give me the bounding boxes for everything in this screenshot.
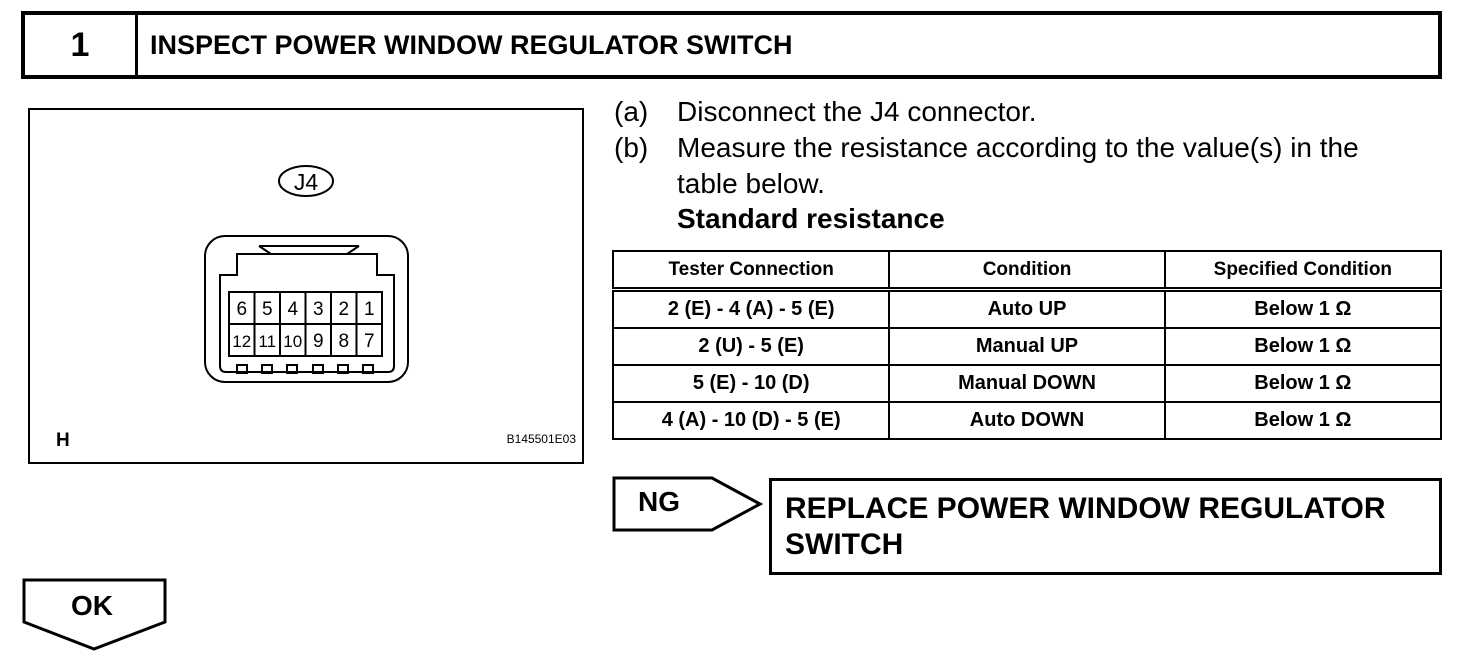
connector-outer — [204, 235, 409, 383]
instruction-b-line-1: Measure the resistance according to the … — [677, 132, 1359, 163]
instruction-b-line-2: table below. — [677, 168, 825, 199]
illustration-code: B145501E03 — [506, 432, 576, 446]
connector-pin-label: 9 — [313, 331, 324, 352]
table-cell: 2 (E) - 4 (A) - 5 (E) — [611, 288, 891, 329]
table-row: 2 (U) - 5 (E) Manual UP Below 1 Ω — [611, 327, 1443, 366]
connector-pin-label: 12 — [232, 332, 251, 351]
table-cell: Manual UP — [888, 327, 1166, 366]
ng-action-line-1: REPLACE POWER WINDOW REGULATOR — [785, 492, 1386, 525]
table-header-row: Tester Connection Condition Specified Co… — [611, 250, 1443, 292]
table-cell: Auto UP — [888, 288, 1166, 329]
ng-action-line-2: SWITCH — [785, 528, 904, 561]
connector-pin-label: 7 — [364, 331, 375, 352]
illustration-side-label: H — [56, 430, 70, 451]
ok-arrow-shape — [22, 578, 167, 651]
table-cell: 2 (U) - 5 (E) — [611, 327, 891, 366]
table-row: 4 (A) - 10 (D) - 5 (E) Auto DOWN Below 1… — [611, 401, 1443, 440]
connector-pin-label: 5 — [262, 299, 273, 320]
connector-pin-label: 8 — [338, 331, 349, 352]
table-row: 5 (E) - 10 (D) Manual DOWN Below 1 Ω — [611, 364, 1443, 403]
instruction-a-label: (a) — [614, 96, 649, 127]
step-title: INSPECT POWER WINDOW REGULATOR SWITCH — [150, 29, 793, 60]
standard-resistance-label: Standard resistance — [677, 203, 945, 234]
resistance-table: Tester Connection Condition Specified Co… — [611, 250, 1443, 440]
ok-label: OK — [71, 590, 113, 621]
connector-label: J4 — [294, 169, 319, 195]
connector-bottom-tabs — [236, 364, 374, 374]
table-cell: Manual DOWN — [888, 364, 1166, 403]
connector-latch — [258, 245, 360, 255]
step-header: 1 INSPECT POWER WINDOW REGULATOR SWITCH — [21, 11, 1442, 79]
table-header-cell: Tester Connection — [611, 250, 891, 292]
table-cell: Below 1 Ω — [1163, 288, 1443, 329]
connector-pin-label: 3 — [313, 299, 324, 320]
table-cell: 5 (E) - 10 (D) — [611, 364, 891, 403]
ng-label: NG — [638, 486, 680, 517]
connector-pin-label: 4 — [287, 299, 298, 320]
table-cell: Below 1 Ω — [1163, 327, 1443, 366]
table-header-cell: Condition — [888, 250, 1166, 292]
ng-action-box: REPLACE POWER WINDOW REGULATOR SWITCH — [769, 478, 1442, 575]
connector-label-oval — [278, 165, 334, 197]
connector-inner — [219, 253, 395, 373]
connector-pin-label: 1 — [364, 299, 375, 320]
connector-pin-label: 10 — [283, 332, 302, 351]
instruction-a-text: Disconnect the J4 connector. — [677, 96, 1037, 127]
table-row: 2 (E) - 4 (A) - 5 (E) Auto UP Below 1 Ω — [611, 288, 1443, 329]
table-cell: Below 1 Ω — [1163, 364, 1443, 403]
instruction-b-label: (b) — [614, 132, 649, 163]
step-number: 1 — [25, 15, 138, 75]
ng-arrow-shape — [612, 476, 764, 532]
table-cell: Auto DOWN — [888, 401, 1166, 440]
connector-pin-label: 11 — [258, 332, 276, 351]
table-cell: Below 1 Ω — [1163, 401, 1443, 440]
table-header-cell: Specified Condition — [1163, 250, 1443, 292]
table-cell: 4 (A) - 10 (D) - 5 (E) — [611, 401, 891, 440]
connector-pin-label: 6 — [236, 299, 247, 320]
connector-pin-label: 2 — [338, 299, 349, 320]
